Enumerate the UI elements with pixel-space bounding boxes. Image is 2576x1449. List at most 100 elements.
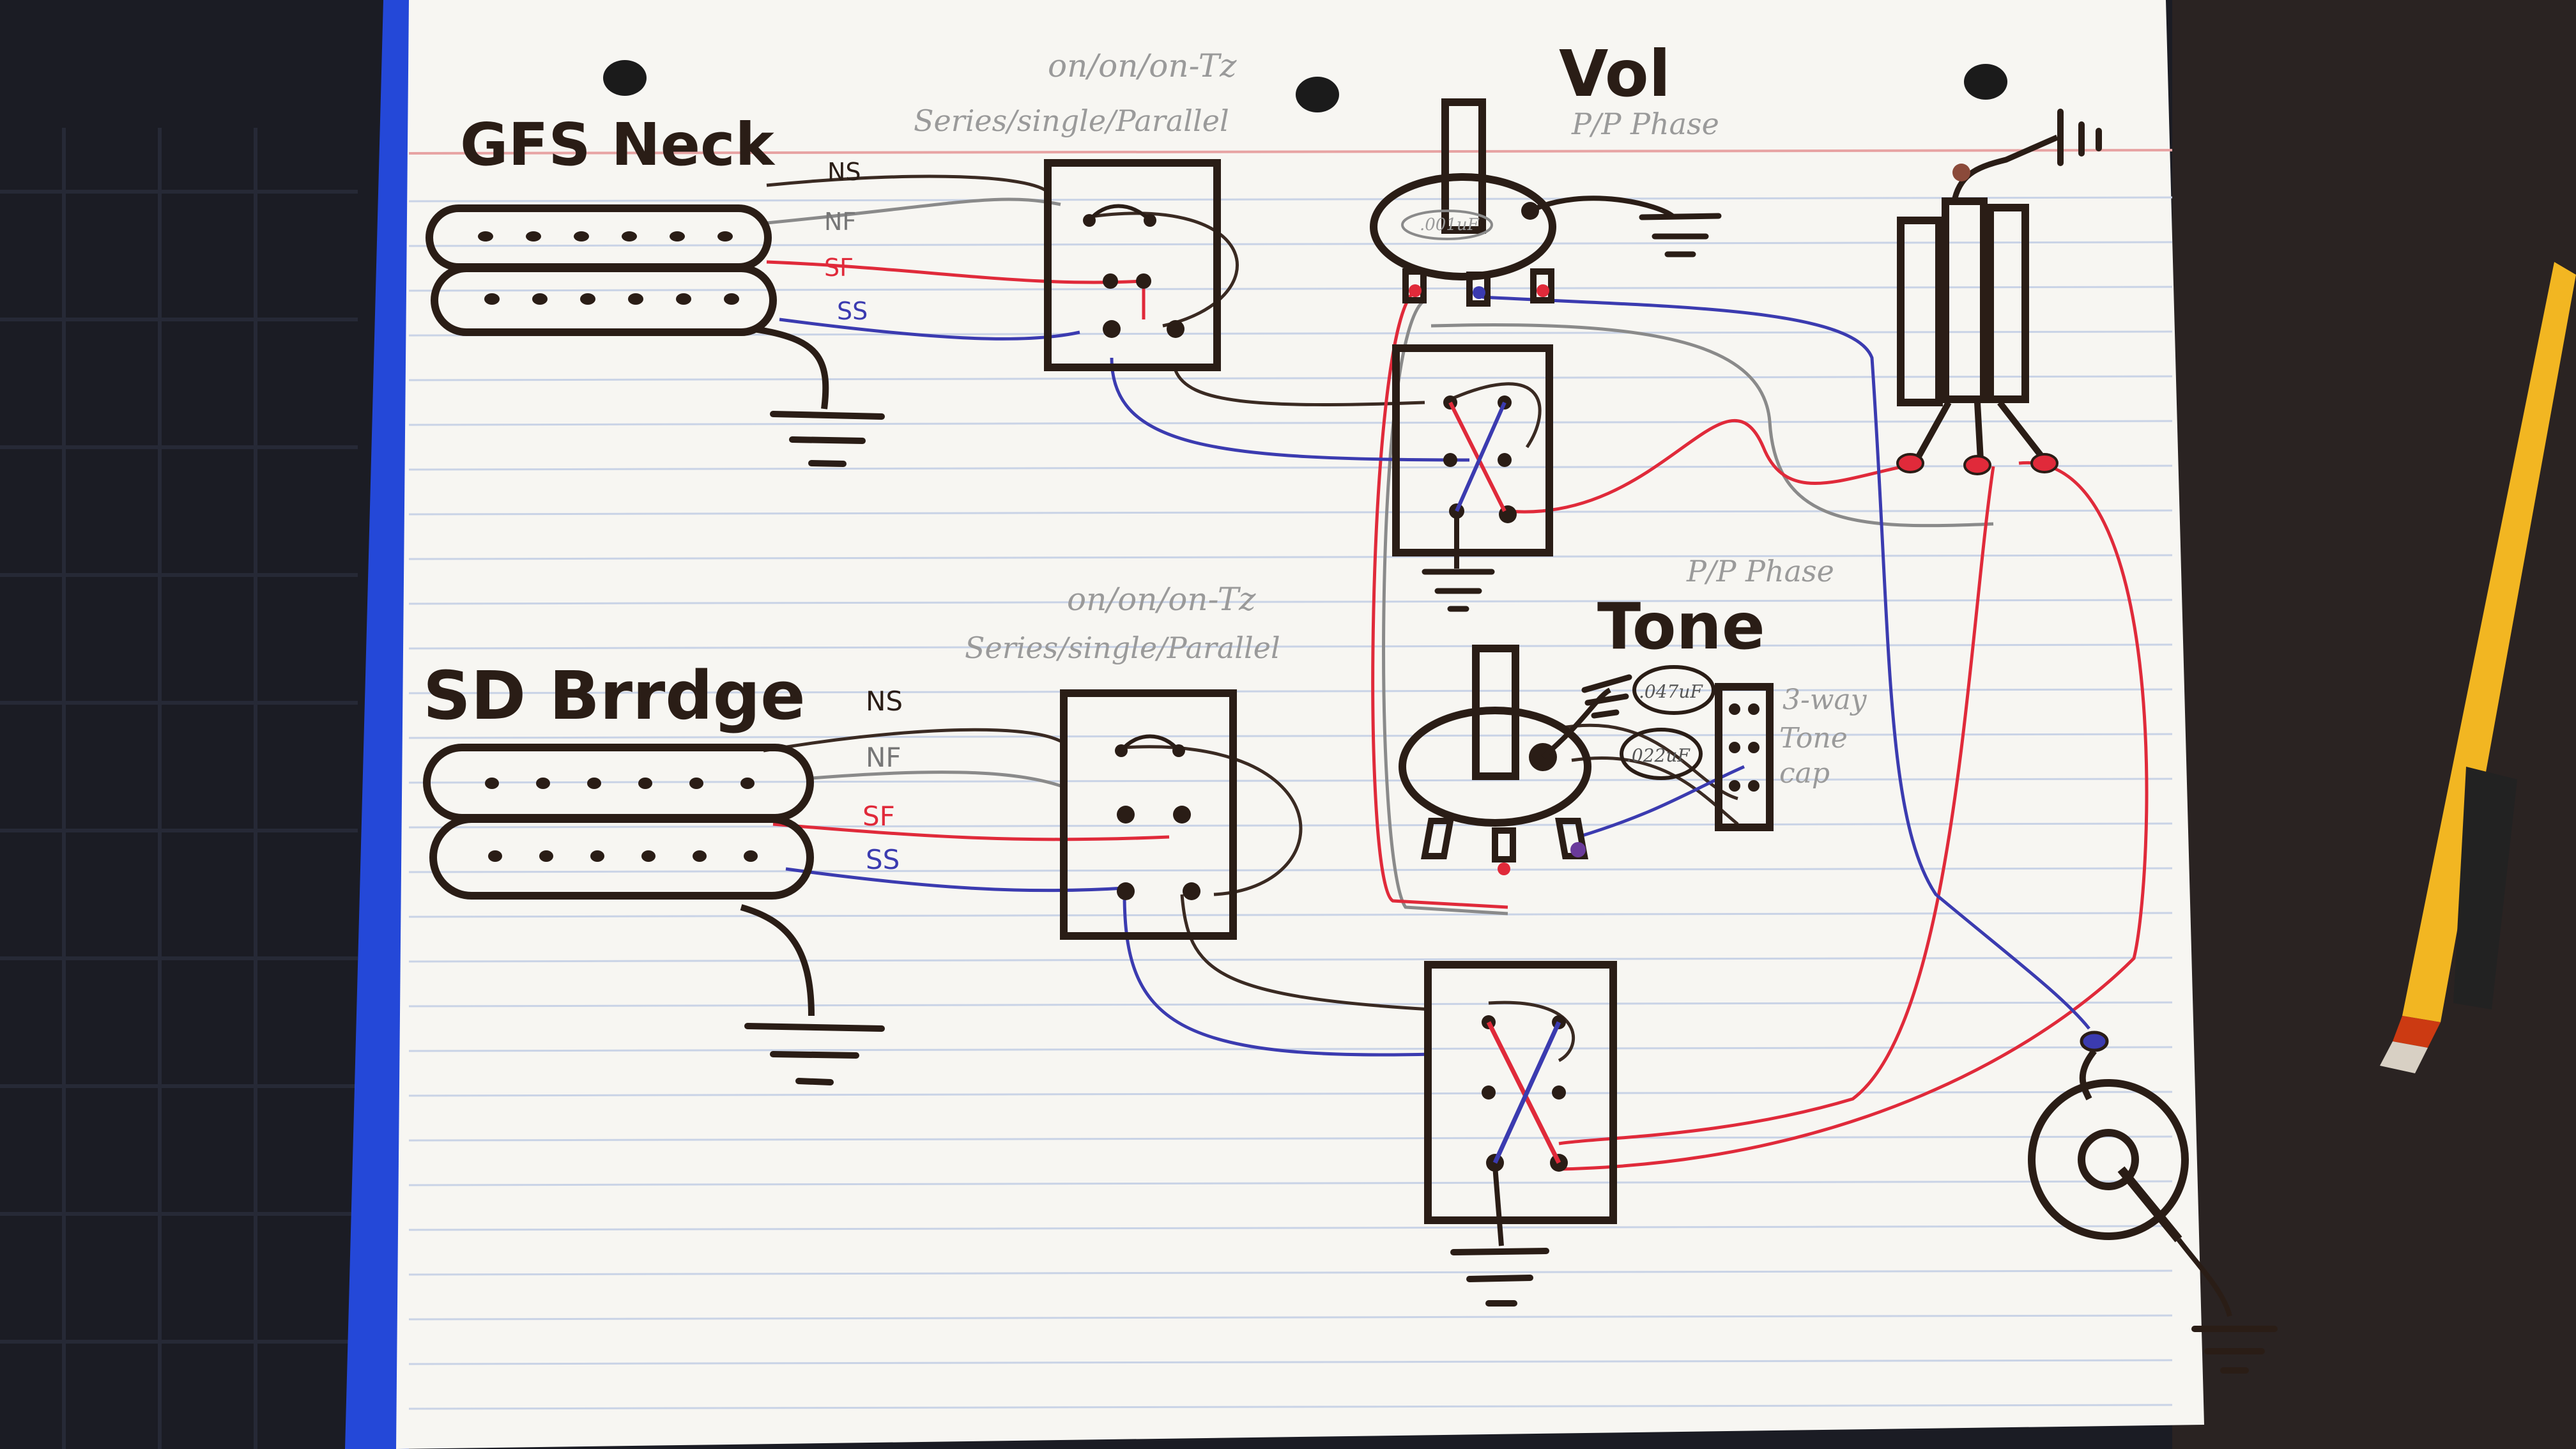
- pole-piece: [670, 231, 685, 241]
- pickup-selector-toggle: [1896, 109, 2102, 475]
- pole-piece: [580, 293, 595, 305]
- blue-wire: [1110, 357, 1470, 462]
- ground-symbol-icon: [1450, 1248, 1549, 1307]
- neck-wire-labels: NS NF SF SS: [824, 158, 868, 325]
- ruled-line: [408, 956, 2173, 963]
- red-wire: [772, 822, 1170, 841]
- ruled-line: [408, 286, 2173, 292]
- ground-symbol-icon: [744, 1023, 885, 1085]
- tone-cap-note-1: 3-way: [1782, 684, 1867, 716]
- bridge-pole-pieces: [485, 778, 758, 862]
- ruled-line: [408, 1269, 2173, 1276]
- paper-sheet: [396, 0, 2204, 1449]
- volume-shaft: [1441, 98, 1486, 234]
- margin-line: [408, 149, 2173, 155]
- ruled-line: [408, 1404, 2173, 1410]
- ruled-line: [408, 822, 2173, 829]
- red-wire: [766, 260, 1144, 284]
- volume-pot: [1370, 98, 1722, 307]
- output-jack: [2028, 1031, 2278, 1374]
- red-wire: [1558, 466, 1995, 1146]
- black-wire: [763, 728, 1062, 753]
- ruled-line: [408, 196, 2173, 203]
- volume-push-pull-switch: [1392, 344, 1553, 612]
- pole-piece: [532, 293, 548, 305]
- ruled-line: [408, 1091, 2173, 1097]
- pole-piece: [676, 293, 691, 305]
- neck-wire-label-ss: SS: [837, 297, 868, 325]
- wires-red: [766, 260, 2149, 1171]
- gray-wire: [1430, 323, 1994, 528]
- ruled-line: [408, 912, 2173, 918]
- ruled-line: [408, 733, 2173, 739]
- ground-symbol-icon: [1422, 569, 1495, 612]
- ground-symbol-icon: [770, 411, 885, 467]
- cloth-pattern: [0, 128, 358, 1449]
- bridge-wire-label-nf: NF: [866, 742, 901, 773]
- pole-piece: [485, 778, 499, 789]
- black-wire: [1124, 745, 1303, 896]
- ruled-line: [408, 1314, 2173, 1321]
- tone-pot: [1399, 645, 1632, 875]
- blue-wire: [1123, 894, 1432, 1057]
- ground-symbol-icon: [1581, 674, 1632, 719]
- black-wire: [766, 174, 1049, 194]
- bridge-pickup: [423, 744, 885, 1085]
- neck-switch-note-2: Series/single/Parallel: [914, 103, 1229, 138]
- bridge-wire-labels: NS NF SF SS: [862, 686, 903, 875]
- neck-3way-switch: [1044, 159, 1221, 371]
- pole-piece: [478, 231, 493, 241]
- blue-wire: [1482, 295, 2090, 1030]
- neck-pickup-coil-2: [431, 264, 777, 336]
- blue-wire: [779, 318, 1080, 341]
- wires-blue: [779, 295, 2090, 1057]
- neck-wire-label-nf: NF: [824, 208, 856, 236]
- bridge-ground-wire: [740, 904, 815, 1016]
- background-table: [2172, 0, 2576, 1449]
- pole-piece: [724, 293, 739, 305]
- tone-push-pull-switch: [1424, 961, 1617, 1307]
- binder-hole: [1964, 64, 2007, 100]
- tone-pp-note: P/P Phase: [1686, 554, 1834, 588]
- ground-symbol-icon: [1639, 213, 1722, 257]
- blue-wire: [1577, 765, 1745, 839]
- binder-hole: [603, 60, 647, 96]
- volume-pp-note: P/P Phase: [1571, 107, 1719, 141]
- bridge-pickup-label: SD Brrdge: [423, 657, 806, 735]
- bridge-pickup-coil-2: [429, 815, 814, 900]
- pole-piece: [526, 231, 541, 241]
- ruled-line: [408, 1225, 2173, 1231]
- pole-piece: [536, 778, 550, 789]
- ruled-line: [408, 554, 2173, 560]
- bridge-wire-label-ns: NS: [866, 686, 903, 717]
- ruled-line: [408, 509, 2173, 516]
- pole-piece: [740, 778, 755, 789]
- ruled-line: [408, 1001, 2173, 1008]
- ruled-lines: [408, 196, 2173, 1410]
- gray-wire: [760, 197, 1061, 226]
- pole-piece: [744, 850, 758, 862]
- black-wire: [1488, 1000, 1575, 1062]
- pole-piece: [638, 778, 652, 789]
- bridge-wire-label-ss: SS: [866, 844, 900, 875]
- bridge-switch-note-2: Series/single/Parallel: [965, 631, 1280, 665]
- bridge-wire-label-sf: SF: [862, 801, 895, 832]
- tone-cap-note-2: Tone: [1779, 722, 1848, 755]
- tone-label: Tone: [1597, 589, 1765, 664]
- tone-caps: [1620, 665, 1715, 780]
- black-wire: [1180, 894, 1432, 1011]
- ruled-line: [408, 241, 2173, 247]
- bridge-3way-switch: [1060, 689, 1237, 940]
- ruled-line: [408, 1180, 2173, 1186]
- pole-piece: [539, 850, 553, 862]
- ruled-line: [408, 599, 2173, 605]
- neck-ground-wire: [753, 326, 829, 410]
- black-wire: [1450, 382, 1542, 448]
- black-wire: [1174, 370, 1425, 406]
- neck-wire-label-ns: NS: [827, 158, 861, 186]
- bridge-switch-note-1: on/on/on-Tz: [1067, 581, 1256, 618]
- pole-piece: [693, 850, 707, 862]
- pole-piece: [590, 850, 604, 862]
- gray-wire: [811, 770, 1061, 788]
- neck-wire-label-sf: SF: [824, 254, 854, 282]
